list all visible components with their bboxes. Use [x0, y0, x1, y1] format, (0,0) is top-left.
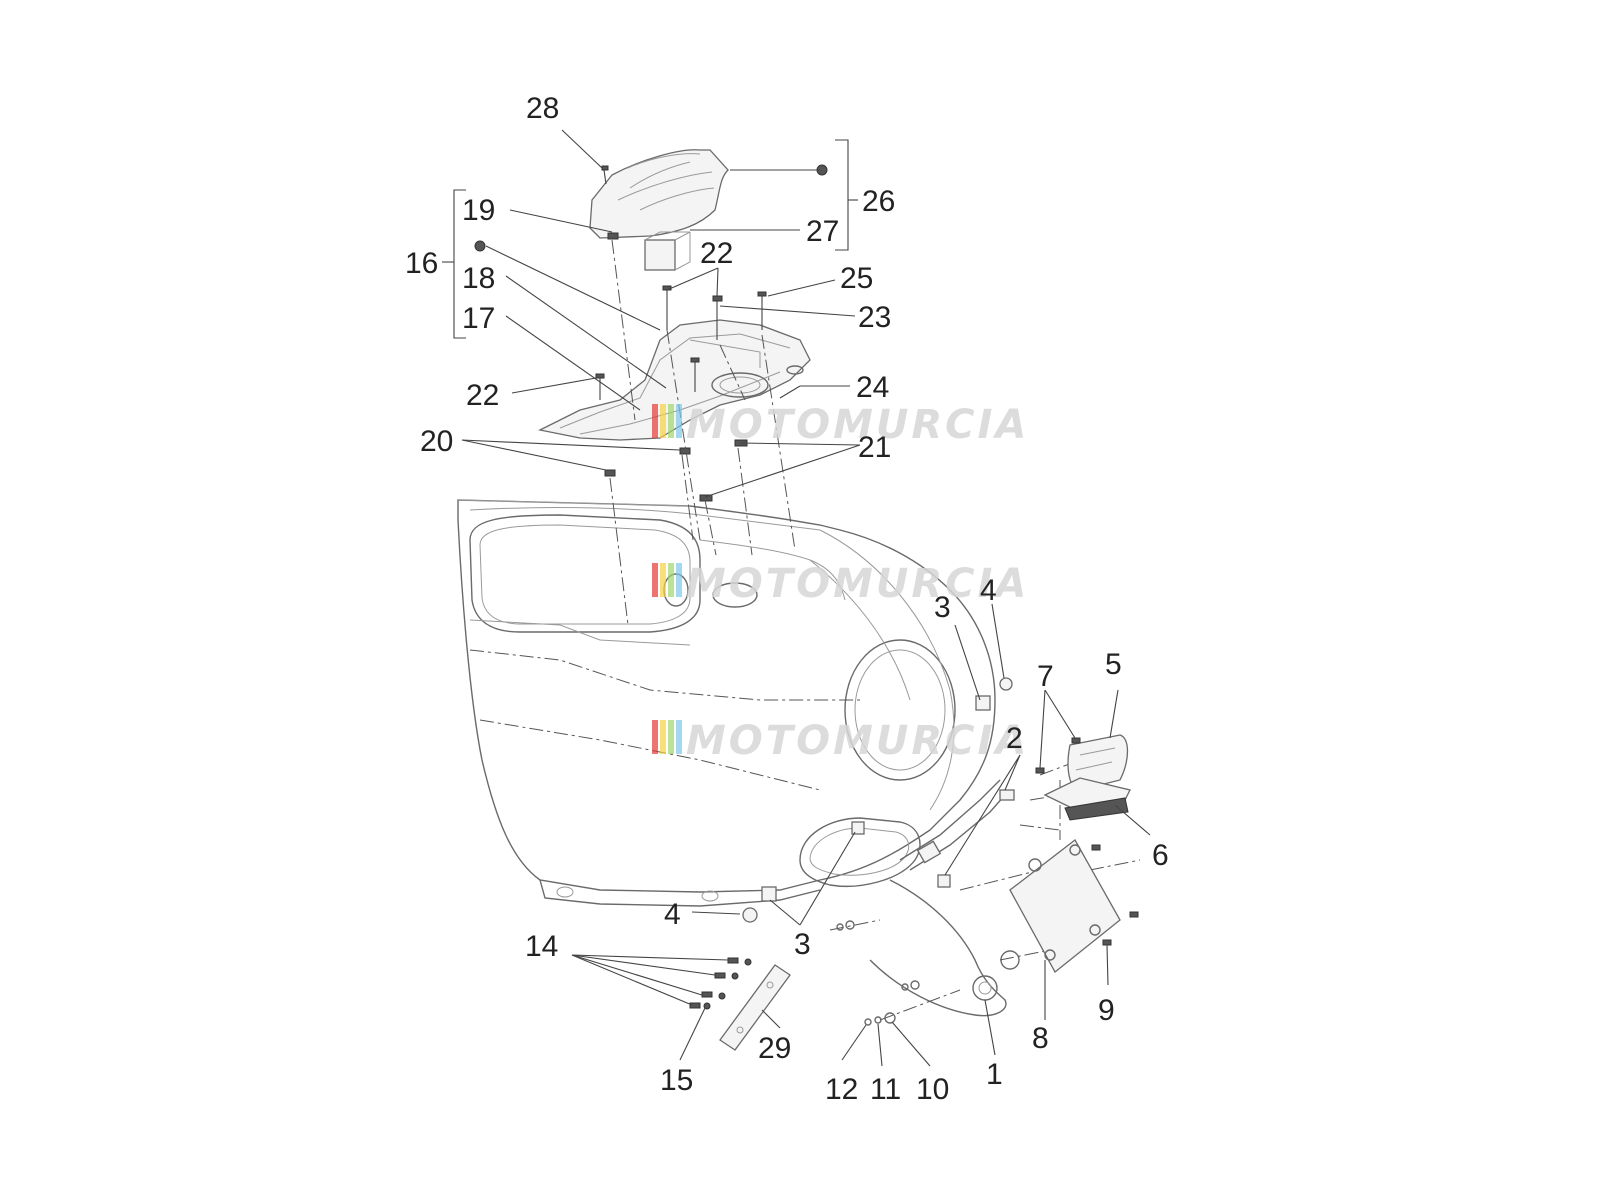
- part-label-6: 6: [1152, 839, 1169, 872]
- part-label-8: 8: [1032, 1022, 1049, 1055]
- fasteners: [474, 164, 1139, 1026]
- top-case-cover: [589, 149, 729, 271]
- part-label-3-bottom: 3: [794, 928, 811, 961]
- part-label-27: 27: [806, 215, 839, 248]
- part-label-26: 26: [862, 185, 895, 218]
- part-label-7: 7: [1037, 660, 1054, 693]
- part-label-1: 1: [986, 1058, 1003, 1091]
- part-label-18: 18: [462, 262, 495, 295]
- watermark-2: MOTOMURCIA: [652, 561, 1029, 607]
- watermark-text: MOTOMURCIA: [686, 561, 1029, 607]
- part-label-9: 9: [1098, 994, 1115, 1027]
- part-label-14: 14: [525, 930, 558, 963]
- rear-rack-plate: [538, 285, 811, 502]
- part-label-29: 29: [758, 1032, 791, 1065]
- part-label-22-top: 22: [700, 237, 733, 270]
- leader-lines: [442, 129, 1151, 1067]
- part-label-4-top: 4: [980, 574, 997, 607]
- part-label-19: 19: [462, 194, 495, 227]
- tail-light: [1043, 734, 1131, 821]
- part-label-22-left: 22: [466, 379, 499, 412]
- side-reflector: [719, 964, 791, 1051]
- part-label-10: 10: [916, 1073, 949, 1106]
- license-plate-holder: [1009, 839, 1121, 973]
- part-label-15: 15: [660, 1064, 693, 1097]
- part-label-5: 5: [1105, 648, 1122, 681]
- part-label-11: 11: [870, 1073, 901, 1106]
- part-label-24: 24: [856, 371, 889, 404]
- part-label-16: 16: [405, 247, 438, 280]
- part-label-23: 23: [858, 301, 891, 334]
- part-label-12: 12: [825, 1073, 858, 1106]
- part-label-20: 20: [420, 425, 453, 458]
- watermarks: MOTOMURCIA MOTOMURCIA MOTOMURCIA: [652, 402, 1029, 764]
- watermark-1: MOTOMURCIA: [652, 402, 1029, 448]
- watermark-text: MOTOMURCIA: [686, 718, 1029, 764]
- part-label-2: 2: [1006, 722, 1023, 755]
- watermark-text: MOTOMURCIA: [686, 402, 1029, 448]
- part-label-17: 17: [462, 302, 495, 335]
- part-labels: 28 26 27 19 16 22 25 18 23 17 24 22 20 2…: [405, 92, 1169, 1106]
- part-label-3-top: 3: [934, 591, 951, 624]
- rear-body-shell: [457, 499, 1020, 1017]
- part-label-21: 21: [858, 431, 891, 464]
- watermark-3: MOTOMURCIA: [652, 718, 1029, 764]
- part-label-4-bottom: 4: [664, 898, 681, 931]
- part-label-28: 28: [526, 92, 559, 125]
- part-label-25: 25: [840, 262, 873, 295]
